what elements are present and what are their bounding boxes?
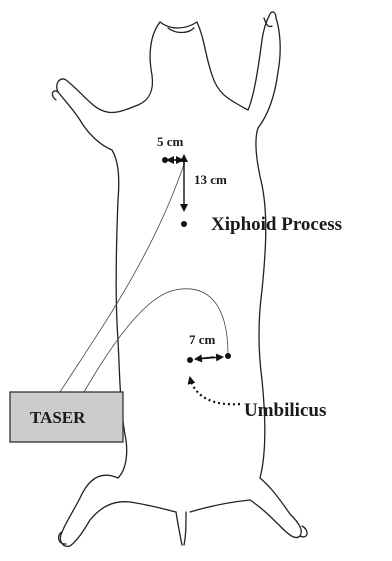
electrode-dot-lower-right bbox=[225, 353, 231, 359]
umbilicus-pointer bbox=[190, 378, 240, 404]
label-xiphoid-process: Xiphoid Process bbox=[211, 214, 342, 235]
taser-wires bbox=[60, 160, 228, 392]
label-5cm: 5 cm bbox=[157, 134, 184, 149]
electrode-dot-lower-left bbox=[187, 357, 193, 363]
lower-electrodes bbox=[187, 353, 240, 404]
label-13cm: 13 cm bbox=[194, 172, 227, 187]
pig-body-outline bbox=[52, 12, 307, 546]
electrode-dot-xiphoid bbox=[181, 221, 187, 227]
electrode-dot-upper-left bbox=[162, 157, 168, 163]
label-taser: TASER bbox=[30, 408, 86, 427]
label-7cm: 7 cm bbox=[189, 332, 216, 347]
label-umbilicus: Umbilicus bbox=[244, 400, 326, 421]
